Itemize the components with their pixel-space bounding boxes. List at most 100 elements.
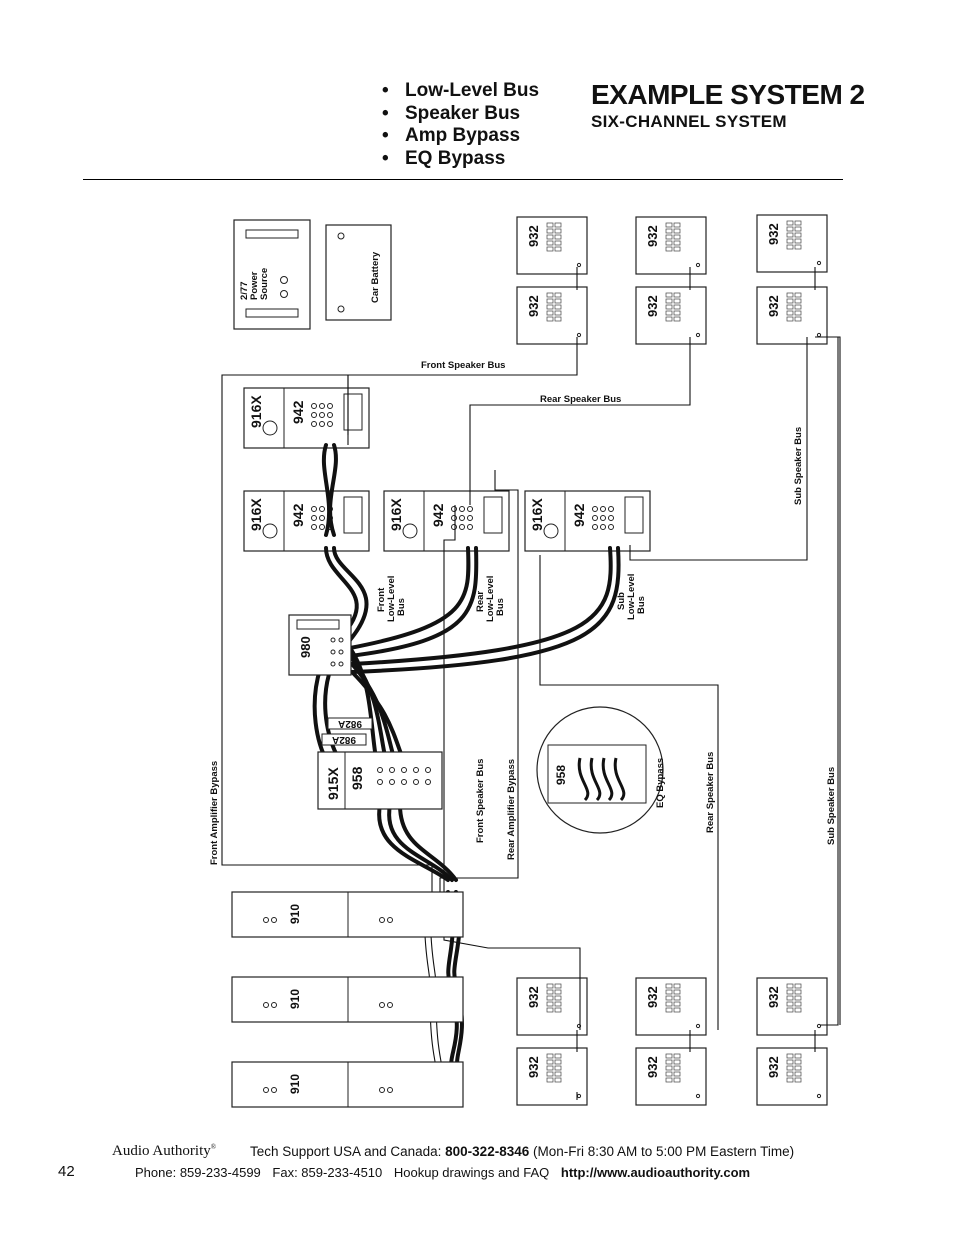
932-label: 932	[766, 1056, 781, 1078]
page-title: EXAMPLE SYSTEM 2	[591, 79, 865, 110]
932-label: 932	[766, 223, 781, 245]
rear-speaker-bus-label: Rear Speaker Bus	[540, 394, 621, 405]
932-label: 932	[645, 295, 660, 317]
front-low-level-line: Front	[376, 587, 387, 612]
sub-low-level-line: Low-Level	[626, 574, 637, 620]
phone: Phone: 859-233-4599	[135, 1165, 261, 1180]
932-label: 932	[526, 1056, 541, 1078]
916x-942-switcher-unit: 916X 942	[383, 490, 510, 552]
feature-item: Low-Level Bus	[382, 80, 539, 103]
932-label: 932	[526, 986, 541, 1008]
power-source-label-2: Power	[249, 271, 260, 300]
932-speaker-unit: 932	[635, 1047, 707, 1106]
916x-942-switcher-unit: 916X 942	[243, 387, 370, 449]
front-low-level-line: Low-Level	[386, 576, 397, 622]
support-phone: 800-322-8346	[445, 1144, 530, 1159]
website-link[interactable]: http://www.audioauthority.com	[560, 1165, 751, 1180]
feature-item: Speaker Bus	[382, 103, 539, 126]
page-number: 42	[58, 1163, 75, 1180]
932-label: 932	[526, 225, 541, 247]
915x-958-unit: 915X 958	[317, 751, 443, 810]
932-speaker-unit: 932	[635, 216, 707, 275]
982a-label-2: 982A	[332, 734, 356, 745]
sub-speaker-bus-label-top: Sub Speaker Bus	[793, 427, 804, 505]
910-label: 910	[288, 989, 302, 1009]
942-label: 942	[290, 503, 306, 527]
942-label: 942	[571, 503, 587, 527]
front-speaker-bus-label-vertical: Front Speaker Bus	[475, 759, 486, 843]
916x-label: 916X	[248, 395, 264, 428]
932-speaker-unit: 932	[756, 214, 828, 273]
980-processor: 980	[288, 614, 352, 676]
feature-item: EQ Bypass	[382, 148, 539, 171]
932-speaker-unit: 932	[516, 286, 588, 345]
power-source-label-1: 2/77	[239, 282, 250, 301]
support-hours: (Mon-Fri 8:30 AM to 5:00 PM Eastern Time…	[533, 1144, 795, 1159]
car-battery-label: Car Battery	[370, 251, 381, 303]
910-amplifier: 910	[231, 1061, 464, 1108]
sub-low-level-line: Sub	[616, 592, 627, 610]
916x-label: 916X	[388, 498, 404, 531]
932-label: 932	[645, 986, 660, 1008]
932-speaker-unit: 932	[756, 286, 828, 345]
power-source-unit: 2/77 Power Source	[233, 219, 311, 330]
916x-942-switcher-unit: 916X 942	[243, 490, 370, 552]
910-label: 910	[288, 1074, 302, 1094]
932-speaker-unit: 932	[635, 977, 707, 1036]
sub-speaker-bus-label-bottom: Sub Speaker Bus	[826, 767, 837, 845]
982a-label-1: 982A	[338, 718, 362, 729]
front-amp-bypass-label: Front Amplifier Bypass	[209, 761, 220, 865]
rear-speaker-bus-label-vertical: Rear Speaker Bus	[705, 752, 716, 833]
sub-low-level-label: Sub Low-Level Bus	[616, 574, 647, 620]
inset-958-label: 958	[554, 765, 568, 785]
speaker-bus-wires	[221, 267, 841, 1100]
front-low-level-label: Front Low-Level Bus	[376, 576, 407, 622]
support-text: Tech Support USA and Canada:	[250, 1144, 442, 1159]
brand-logo: Audio Authority®	[112, 1143, 216, 1160]
932-speaker-unit: 932	[516, 977, 588, 1036]
rear-amp-bypass-label: Rear Amplifier Bypass	[506, 759, 517, 860]
feature-list: Low-Level Bus Speaker Bus Amp Bypass EQ …	[382, 80, 539, 170]
932-speaker-unit: 932	[516, 216, 588, 275]
eq-bypass-inset: 958 EQ Bypass	[536, 706, 666, 834]
958-label: 958	[349, 766, 365, 790]
915x-label: 915X	[325, 767, 341, 800]
916x-label: 916X	[248, 498, 264, 531]
feature-item: Amp Bypass	[382, 125, 539, 148]
eq-bypass-label: EQ Bypass	[655, 758, 666, 808]
942-label: 942	[290, 400, 306, 424]
932-speaker-unit: 932	[516, 1047, 588, 1106]
932-speaker-unit: 932	[756, 977, 828, 1036]
front-low-level-line: Bus	[396, 598, 407, 616]
page-subtitle: SIX-CHANNEL SYSTEM	[591, 112, 787, 131]
932-label: 932	[645, 1056, 660, 1078]
942-label: 942	[430, 503, 446, 527]
sub-low-level-line: Bus	[636, 596, 647, 614]
registered-mark: ®	[210, 1143, 217, 1151]
910-amplifier: 910	[231, 891, 464, 938]
932-label: 932	[766, 295, 781, 317]
rear-low-level-line: Bus	[495, 598, 506, 616]
910-amplifier: 910	[231, 976, 464, 1023]
rear-low-level-line: Rear	[475, 591, 486, 612]
contact-line: Phone: 859-233-4599 Fax: 859-233-4510 Ho…	[135, 1165, 750, 1180]
932-speaker-unit: 932	[756, 1047, 828, 1106]
932-speaker-unit: 932	[635, 286, 707, 345]
980-label: 980	[298, 636, 313, 658]
rear-low-level-line: Low-Level	[485, 576, 496, 622]
916x-942-switcher-unit: 916X 942	[524, 490, 651, 552]
hookup-text: Hookup drawings and FAQ	[393, 1165, 550, 1180]
932-label: 932	[526, 295, 541, 317]
header-divider	[83, 179, 843, 180]
932-label: 932	[766, 986, 781, 1008]
910-label: 910	[288, 904, 302, 924]
982a-adapter-1: 982A	[327, 717, 373, 730]
power-source-label-3: Source	[259, 268, 270, 300]
front-speaker-bus-label: Front Speaker Bus	[421, 360, 505, 371]
car-battery: Car Battery	[325, 224, 392, 321]
support-line: Tech Support USA and Canada: 800-322-834…	[250, 1144, 794, 1159]
982a-adapter-2: 982A	[321, 733, 367, 746]
916x-label: 916X	[529, 498, 545, 531]
fax: Fax: 859-233-4510	[272, 1165, 383, 1180]
